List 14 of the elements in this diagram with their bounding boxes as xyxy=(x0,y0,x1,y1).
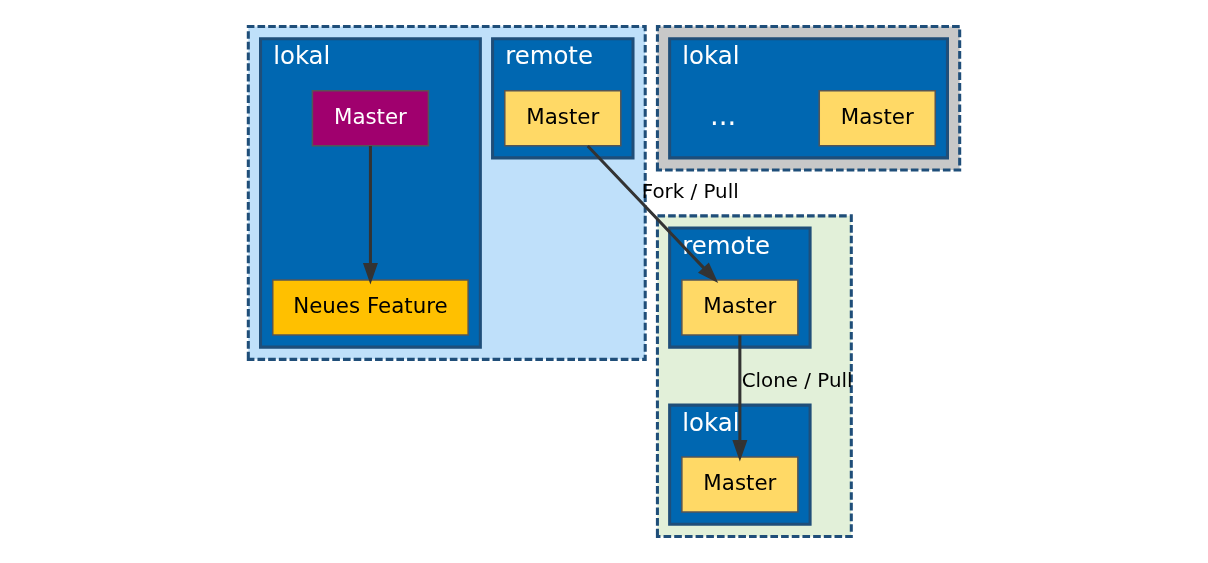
cluster xyxy=(655,214,853,538)
arrow xyxy=(362,145,378,285)
arrow xyxy=(586,144,719,284)
node-box: Master xyxy=(504,89,622,147)
label: ... xyxy=(709,99,737,131)
node-box: Master xyxy=(818,89,937,147)
edge-label: Clone / Pull xyxy=(741,369,853,393)
edge-label: Fork / Pull xyxy=(641,180,739,204)
arrow xyxy=(732,335,748,462)
node-box: Master xyxy=(681,279,799,336)
node-box: Master xyxy=(681,456,799,513)
node-box: Master xyxy=(311,89,430,147)
node-box: Neues Feature xyxy=(271,279,469,336)
cluster xyxy=(655,25,962,172)
